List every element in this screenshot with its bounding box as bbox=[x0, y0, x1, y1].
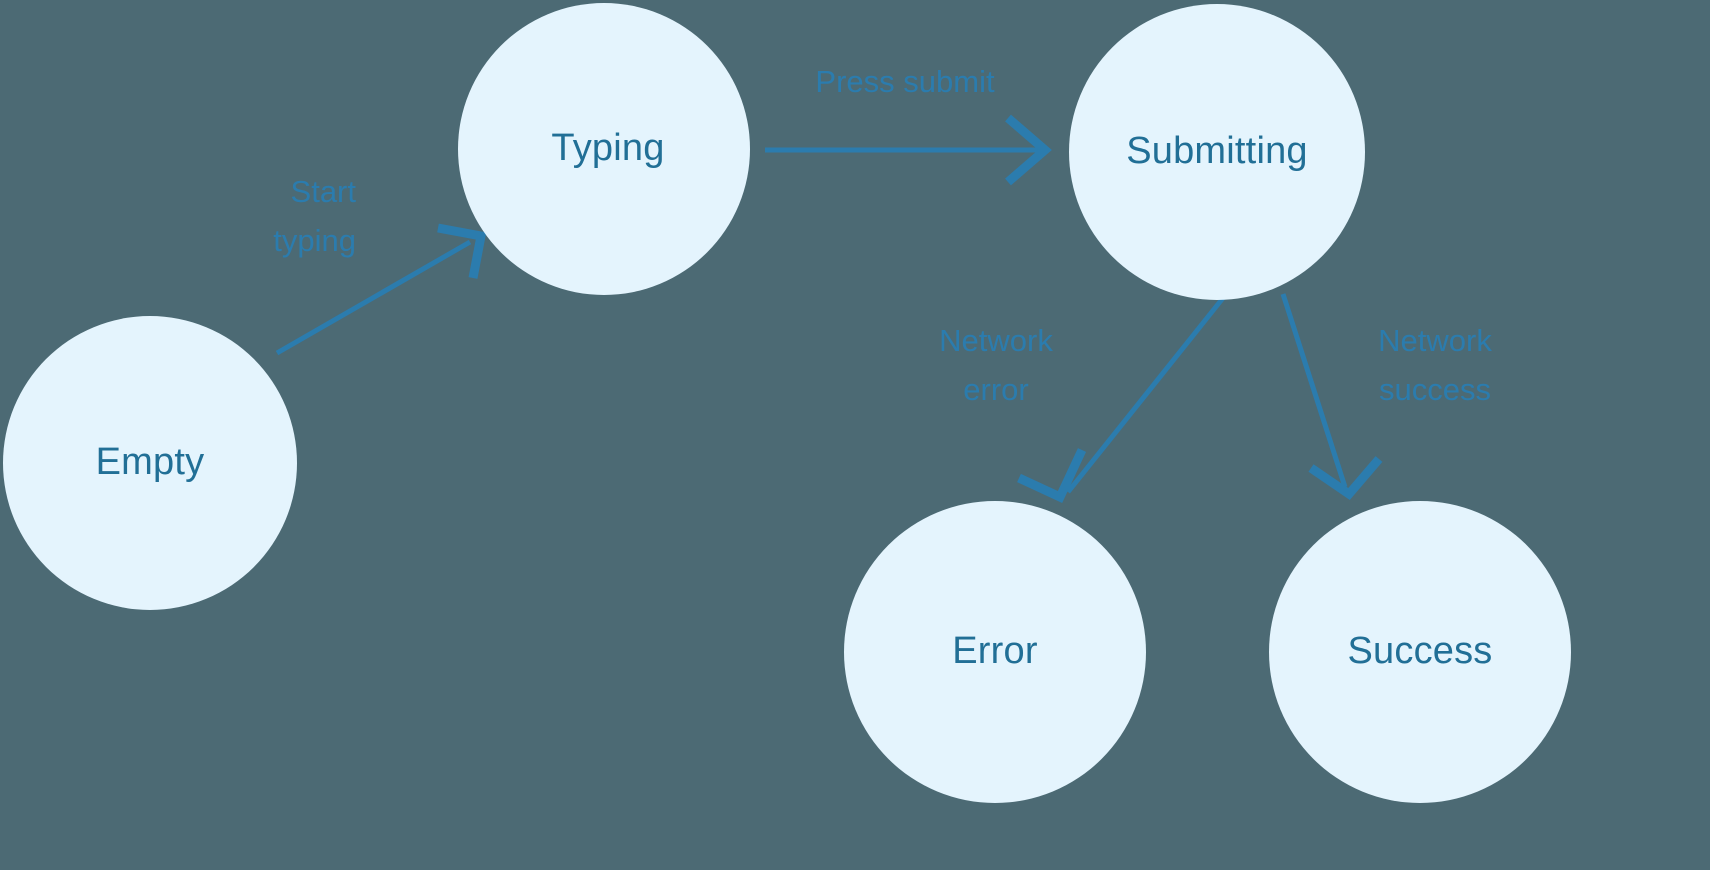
edge-empty-to-typing bbox=[275, 223, 487, 356]
state-node-label: Typing bbox=[551, 127, 665, 170]
state-node-submitting[interactable]: Submitting bbox=[1069, 4, 1365, 300]
edge-line bbox=[1066, 296, 1225, 494]
state-node-label: Empty bbox=[95, 441, 205, 484]
state-node-typing[interactable]: Typing bbox=[458, 3, 750, 295]
state-node-label: Submitting bbox=[1126, 130, 1308, 173]
state-node-label: Success bbox=[1347, 630, 1493, 673]
state-node-empty[interactable]: Empty bbox=[3, 316, 297, 610]
edge-label-network-success: Network success bbox=[1378, 323, 1492, 407]
edge-submitting-to-error bbox=[1017, 296, 1225, 503]
edge-submitting-to-success bbox=[1280, 293, 1383, 500]
edge-typing-to-submitting bbox=[765, 114, 1052, 186]
arrowhead bbox=[1017, 448, 1087, 503]
edge-line bbox=[1280, 293, 1348, 488]
state-node-label: Error bbox=[952, 630, 1038, 673]
edge-label-network-error: Network error bbox=[939, 323, 1053, 407]
state-node-success[interactable]: Success bbox=[1269, 501, 1571, 803]
edge-label-press-submit: Press submit bbox=[815, 64, 995, 99]
arrowhead bbox=[1308, 456, 1383, 500]
arrowhead bbox=[437, 223, 487, 279]
state-node-error[interactable]: Error bbox=[844, 501, 1146, 803]
edge-line bbox=[275, 239, 472, 356]
edge-label-start-typing: Start typing bbox=[273, 174, 356, 258]
arrowhead bbox=[1005, 114, 1052, 186]
